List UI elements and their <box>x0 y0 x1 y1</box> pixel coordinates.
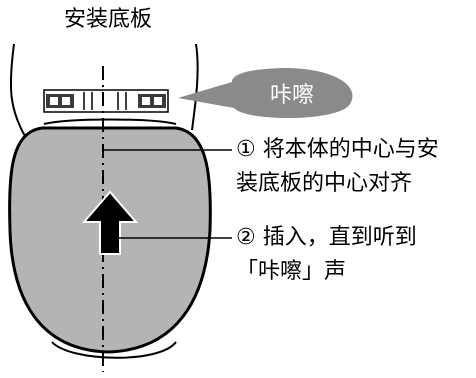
step1-line2: 装底板的中心对齐 <box>236 171 413 196</box>
mounting-plate <box>43 89 169 113</box>
mounting-plate-label: 安装底板 <box>64 7 153 32</box>
step2-line1: ② 插入，直到听到 <box>236 225 417 250</box>
click-sound-callout-bubble <box>178 68 353 119</box>
toilet-bowl-base <box>51 341 177 359</box>
step1-line1: ① 将本体的中心与安 <box>236 137 439 162</box>
click-sound-label: 咔嚓 <box>270 83 315 108</box>
insert-direction-arrow <box>81 190 139 255</box>
seat-lid-rim <box>43 118 177 125</box>
step2-line2: 「咔嚓」声 <box>236 259 347 284</box>
